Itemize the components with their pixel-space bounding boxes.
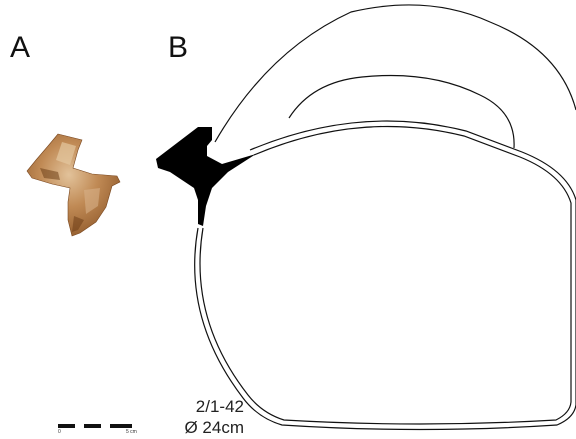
- handle-outer: [214, 4, 576, 143]
- scale-start-label: 0: [58, 429, 61, 435]
- panel-label-a: A: [10, 31, 31, 64]
- scale-end-label: 5 cm: [126, 429, 137, 435]
- sample-id-label: 2/1-42: [195, 397, 244, 416]
- diameter-label: Ø 24cm: [184, 418, 244, 437]
- rim-section: [156, 127, 256, 226]
- vessel-body-outer: [194, 120, 576, 431]
- handle-inner: [288, 74, 515, 149]
- sherd-photo: [26, 133, 121, 237]
- vessel-body-inner: [199, 125, 572, 425]
- vessel-drawing: [156, 4, 576, 431]
- panel-label-b: B: [168, 31, 189, 64]
- scale-bar: [58, 424, 132, 428]
